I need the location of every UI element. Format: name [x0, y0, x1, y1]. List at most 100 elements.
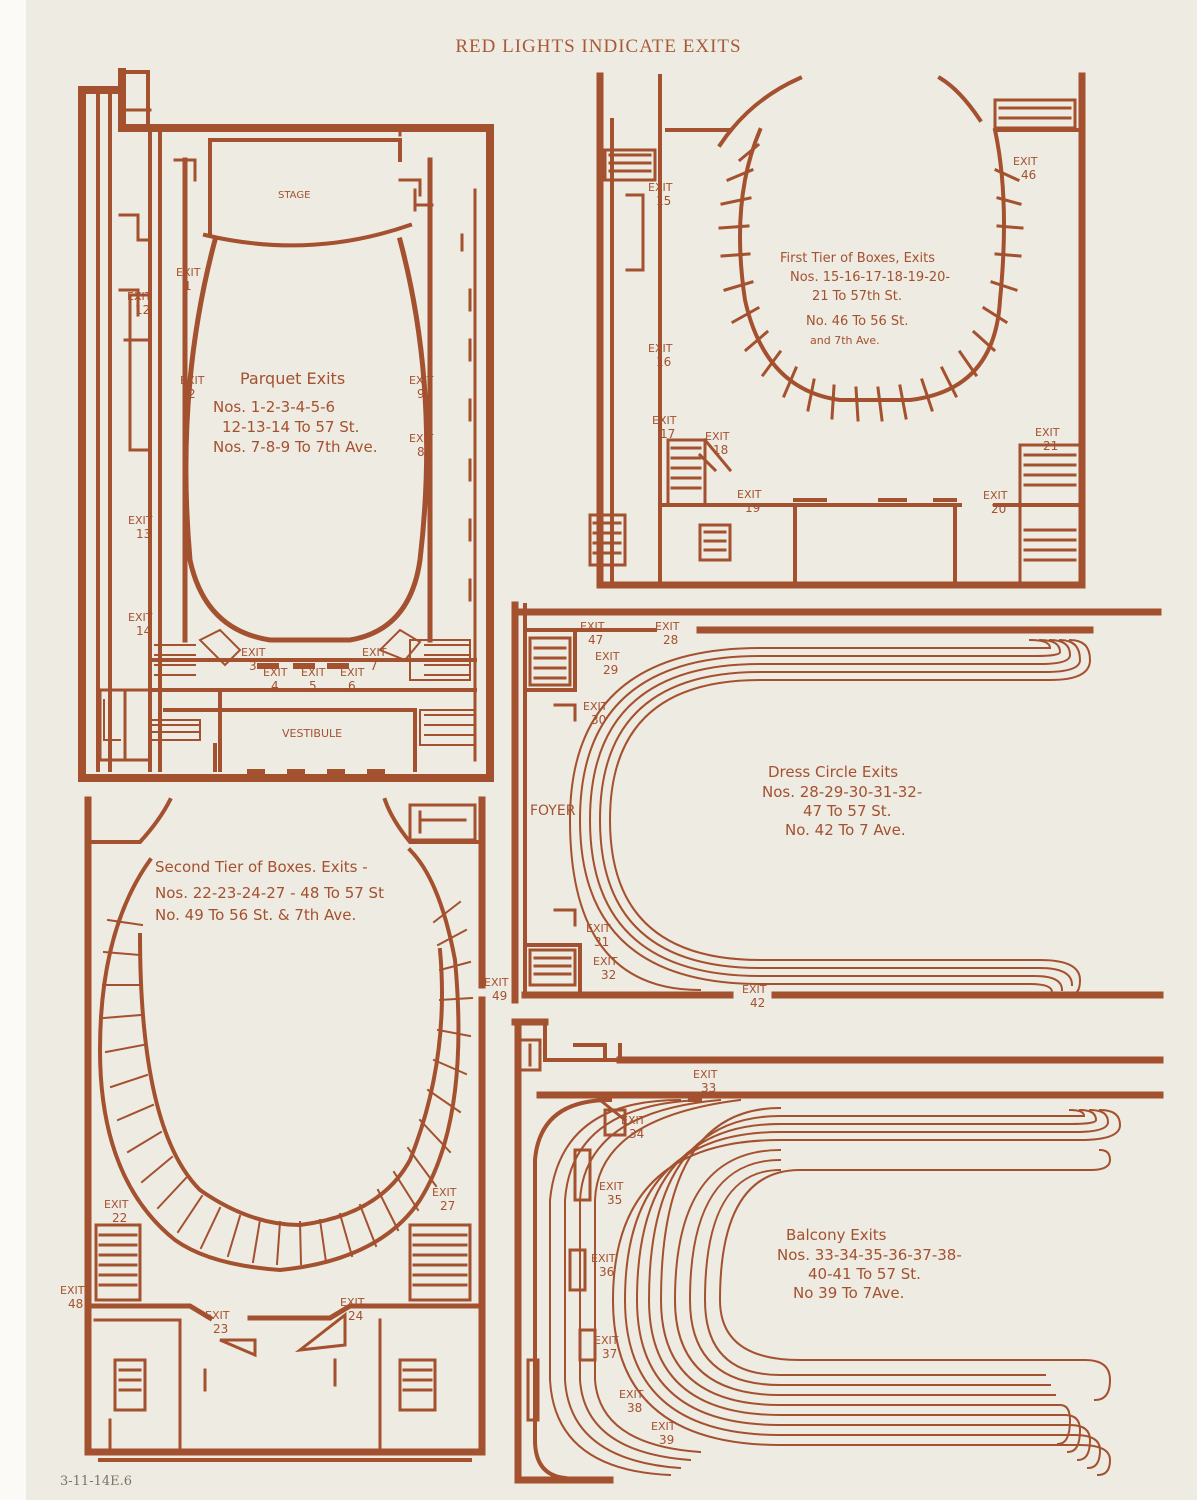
- dress-circle-line-3: No. 42 To 7 Ave.: [785, 821, 906, 839]
- balcony-line-1: Nos. 33-34-35-36-37-38-: [777, 1246, 962, 1264]
- foyer-label: FOYER: [530, 803, 576, 819]
- exit-number: 36: [599, 1265, 614, 1279]
- exit-word: EXIT: [583, 700, 608, 713]
- first-tier-line-1: First Tier of Boxes, Exits: [780, 251, 935, 266]
- exit-number: 8: [417, 445, 425, 459]
- parquet-line-3: Nos. 7-8-9 To 7th Ave.: [213, 438, 378, 456]
- balcony-rows: [549, 1098, 1122, 1477]
- catalog-footnote: 3-11-14E.6: [60, 1474, 133, 1489]
- exit-number: 1: [184, 279, 192, 293]
- dress-circle-plan: [511, 601, 1164, 1004]
- plan-titles: Parquet Exits Nos. 1-2-3-4-5-6 12-13-14 …: [155, 190, 962, 1302]
- exit-word: EXIT: [648, 181, 673, 194]
- exit-number: 22: [112, 1211, 127, 1225]
- exit-number: 27: [440, 1199, 455, 1213]
- second-tier-line-2: Nos. 22-23-24-27 - 48 To 57 St: [155, 884, 384, 902]
- exit-number: 29: [603, 663, 618, 677]
- exit-word: EXIT: [263, 666, 288, 679]
- dress-circle-title: Dress Circle Exits: [768, 763, 898, 781]
- exit-word: EXIT: [60, 1284, 85, 1297]
- exit-number: 30: [591, 713, 606, 727]
- dress-circle-line-1: Nos. 28-29-30-31-32-: [762, 783, 922, 801]
- exit-word: EXIT: [301, 666, 326, 679]
- exit-number: 49: [492, 989, 507, 1003]
- exit-word: EXIT: [705, 430, 730, 443]
- first-tier-line-3: 21 To 57th St.: [812, 289, 902, 304]
- exit-word: EXIT: [594, 1334, 619, 1347]
- exit-number: 32: [601, 968, 616, 982]
- exit-word: EXIT: [409, 374, 434, 387]
- exit-word: EXIT: [241, 646, 266, 659]
- exit-number: 37: [602, 1347, 617, 1361]
- parquet-title: Parquet Exits: [240, 369, 345, 388]
- exit-word: EXIT: [593, 955, 618, 968]
- parquet-plan: [78, 68, 494, 782]
- exit-word: EXIT: [580, 620, 605, 633]
- exit-number: 24: [348, 1309, 363, 1323]
- exit-number: 19: [745, 501, 760, 515]
- exit-word: EXIT: [432, 1186, 457, 1199]
- exit-word: EXIT: [409, 432, 434, 445]
- exit-word: EXIT: [648, 342, 673, 355]
- exit-number: 35: [607, 1193, 622, 1207]
- exit-word: EXIT: [983, 489, 1008, 502]
- exit-number: 17: [660, 427, 675, 441]
- exit-number: 15: [656, 194, 671, 208]
- exit-word: EXIT: [742, 983, 767, 996]
- vestibule-label: VESTIBULE: [282, 727, 342, 740]
- exit-number: 9: [417, 387, 425, 401]
- exit-number: 18: [713, 443, 728, 457]
- exit-number: 12: [135, 303, 150, 317]
- exit-word: EXIT: [180, 374, 205, 387]
- exit-number: 21: [1043, 439, 1058, 453]
- exit-number: 16: [656, 355, 671, 369]
- exit-word: EXIT: [340, 666, 365, 679]
- exit-number: 4: [271, 679, 279, 693]
- exit-word: EXIT: [176, 266, 201, 279]
- first-tier-line-4: No. 46 To 56 St.: [806, 314, 908, 329]
- exit-word: EXIT: [693, 1068, 718, 1081]
- exit-word: EXIT: [362, 646, 387, 659]
- exit-word: EXIT: [1035, 426, 1060, 439]
- parquet-line-1: Nos. 1-2-3-4-5-6: [213, 398, 335, 416]
- balcony-line-2: 40-41 To 57 St.: [808, 1265, 921, 1283]
- balcony-line-3: No 39 To 7Ave.: [793, 1284, 904, 1302]
- exit-number: 38: [627, 1401, 642, 1415]
- exit-number: 47: [588, 633, 603, 647]
- exit-number: 2: [188, 387, 196, 401]
- first-tier-line-2: Nos. 15-16-17-18-19-20-: [790, 270, 950, 285]
- exit-number: 39: [659, 1433, 674, 1447]
- second-tier-line-1: Second Tier of Boxes. Exits -: [155, 858, 368, 876]
- first-tier-plan: [588, 72, 1086, 589]
- exit-word: EXIT: [128, 514, 153, 527]
- exit-word: EXIT: [621, 1114, 646, 1127]
- exit-word: EXIT: [619, 1388, 644, 1401]
- exit-word: EXIT: [340, 1296, 365, 1309]
- exit-number: 31: [594, 935, 609, 949]
- exit-word: EXIT: [591, 1252, 616, 1265]
- exit-number: 28: [663, 633, 678, 647]
- exit-number: 23: [213, 1322, 228, 1336]
- exit-number: 13: [136, 527, 151, 541]
